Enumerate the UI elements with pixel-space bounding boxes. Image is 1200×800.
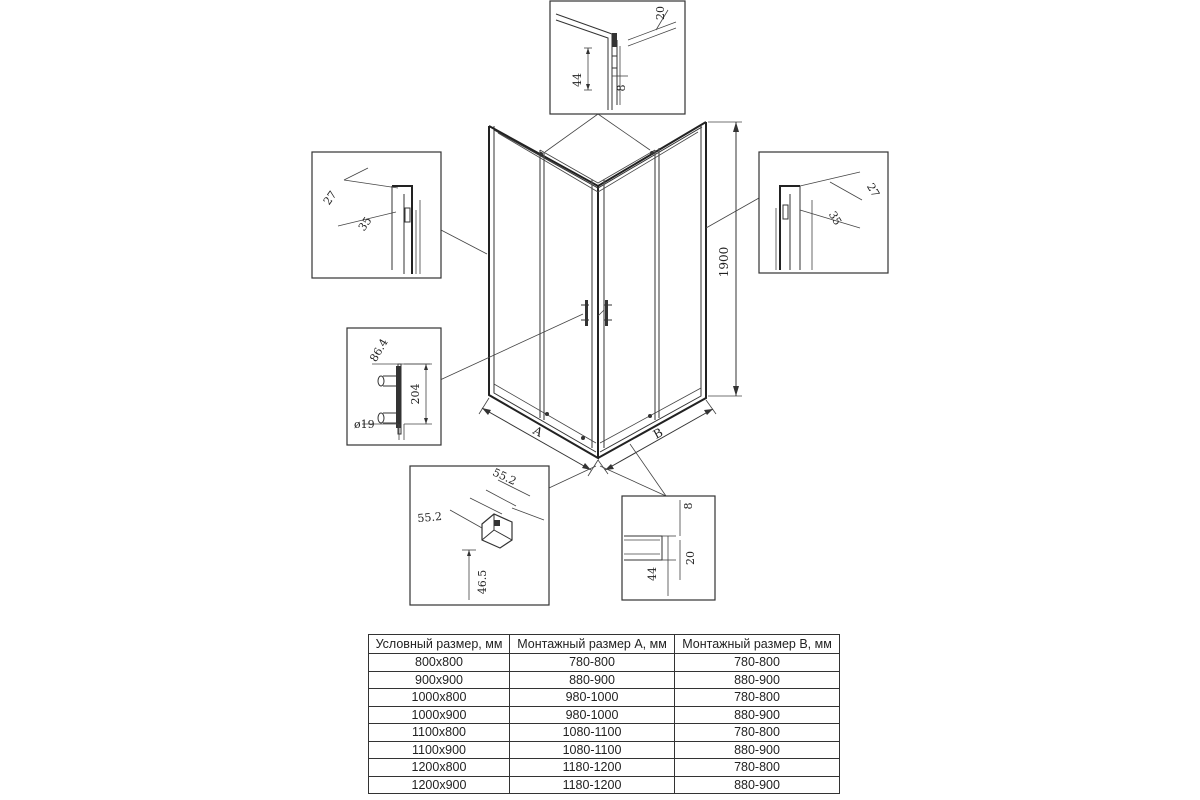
table-row: 800x800 780-800 780-800	[368, 653, 840, 672]
detail-handle: 204 86.4 ø19	[346, 327, 442, 446]
col-header-b: Монтажный размер B, мм	[674, 634, 840, 654]
a-label: A	[530, 423, 545, 440]
detail-bottom-profile: 8 20 44	[621, 495, 716, 601]
detail-top-profile: 44 8 20	[549, 0, 686, 115]
col-header-a: Монтажный размер A, мм	[509, 634, 675, 654]
height-label: 1900	[717, 247, 731, 278]
table-row: 1200x900 1180-1200 880-900	[368, 775, 840, 794]
cell-b: 880-900	[674, 670, 840, 689]
table-row: 1000x800 980-1000 780-800	[368, 688, 840, 707]
cell-b: 780-800	[674, 758, 840, 777]
corner-dim-465: 46.5	[476, 570, 489, 595]
leader-lines	[439, 113, 760, 497]
handle-dim-204: 204	[409, 384, 422, 405]
cell-size: 1100x800	[368, 723, 510, 742]
handle-dim-d19: ø19	[354, 418, 375, 431]
cell-b: 780-800	[674, 688, 840, 707]
cell-b: 780-800	[674, 653, 840, 672]
right-dim-27: 27	[864, 181, 882, 200]
detail-corner: 55.2 55.2 46.5	[409, 465, 550, 606]
corner-dim-552b: 55.2	[417, 510, 443, 525]
cell-size: 1100x900	[368, 740, 510, 759]
b-dimension: B	[597, 399, 717, 475]
cell-b: 880-900	[674, 740, 840, 759]
cell-size: 1000x800	[368, 688, 510, 707]
cell-a: 1080-1100	[509, 723, 675, 742]
cell-size: 1000x900	[368, 705, 510, 724]
height-dimension: 1900	[708, 121, 742, 397]
cell-a: 1180-1200	[509, 775, 675, 794]
table-row: 1000x900 980-1000 880-900	[368, 705, 840, 724]
cell-a: 1180-1200	[509, 758, 675, 777]
bottom-dim-44: 44	[646, 567, 659, 581]
cell-b: 880-900	[674, 775, 840, 794]
table-row: 1100x900 1080-1100 880-900	[368, 740, 840, 759]
cell-size: 800x800	[368, 653, 510, 672]
detail-right-profile: 27 35	[758, 151, 889, 274]
table-row: 1200x800 1180-1200 780-800	[368, 758, 840, 777]
cell-size: 1200x800	[368, 758, 510, 777]
table-header-row: Условный размер, мм Монтажный размер A, …	[368, 634, 840, 654]
top-dim-44: 44	[571, 73, 584, 87]
bottom-dim-8: 8	[682, 503, 695, 510]
table-row: 900x900 880-900 880-900	[368, 670, 840, 689]
cell-size: 1200x900	[368, 775, 510, 794]
cell-a: 880-900	[509, 670, 675, 689]
enclosure-main-view	[488, 121, 707, 460]
cell-b: 880-900	[674, 705, 840, 724]
cell-a: 980-1000	[509, 705, 675, 724]
table-row: 1100x800 1080-1100 780-800	[368, 723, 840, 742]
b-label: B	[651, 425, 666, 442]
detail-left-profile: 27 35	[311, 151, 442, 279]
cell-a: 980-1000	[509, 688, 675, 707]
top-dim-8: 8	[615, 85, 628, 92]
top-dim-20: 20	[654, 6, 667, 20]
cell-a: 1080-1100	[509, 740, 675, 759]
shower-enclosure-drawing: 1900 A B	[311, 0, 889, 606]
right-dim-35: 35	[826, 209, 844, 228]
size-spec-table: Условный размер, мм Монтажный размер A, …	[368, 634, 840, 794]
cell-b: 780-800	[674, 723, 840, 742]
cell-a: 780-800	[509, 653, 675, 672]
bottom-dim-20: 20	[684, 551, 697, 565]
col-header-size: Условный размер, мм	[368, 634, 510, 654]
cell-size: 900x900	[368, 670, 510, 689]
